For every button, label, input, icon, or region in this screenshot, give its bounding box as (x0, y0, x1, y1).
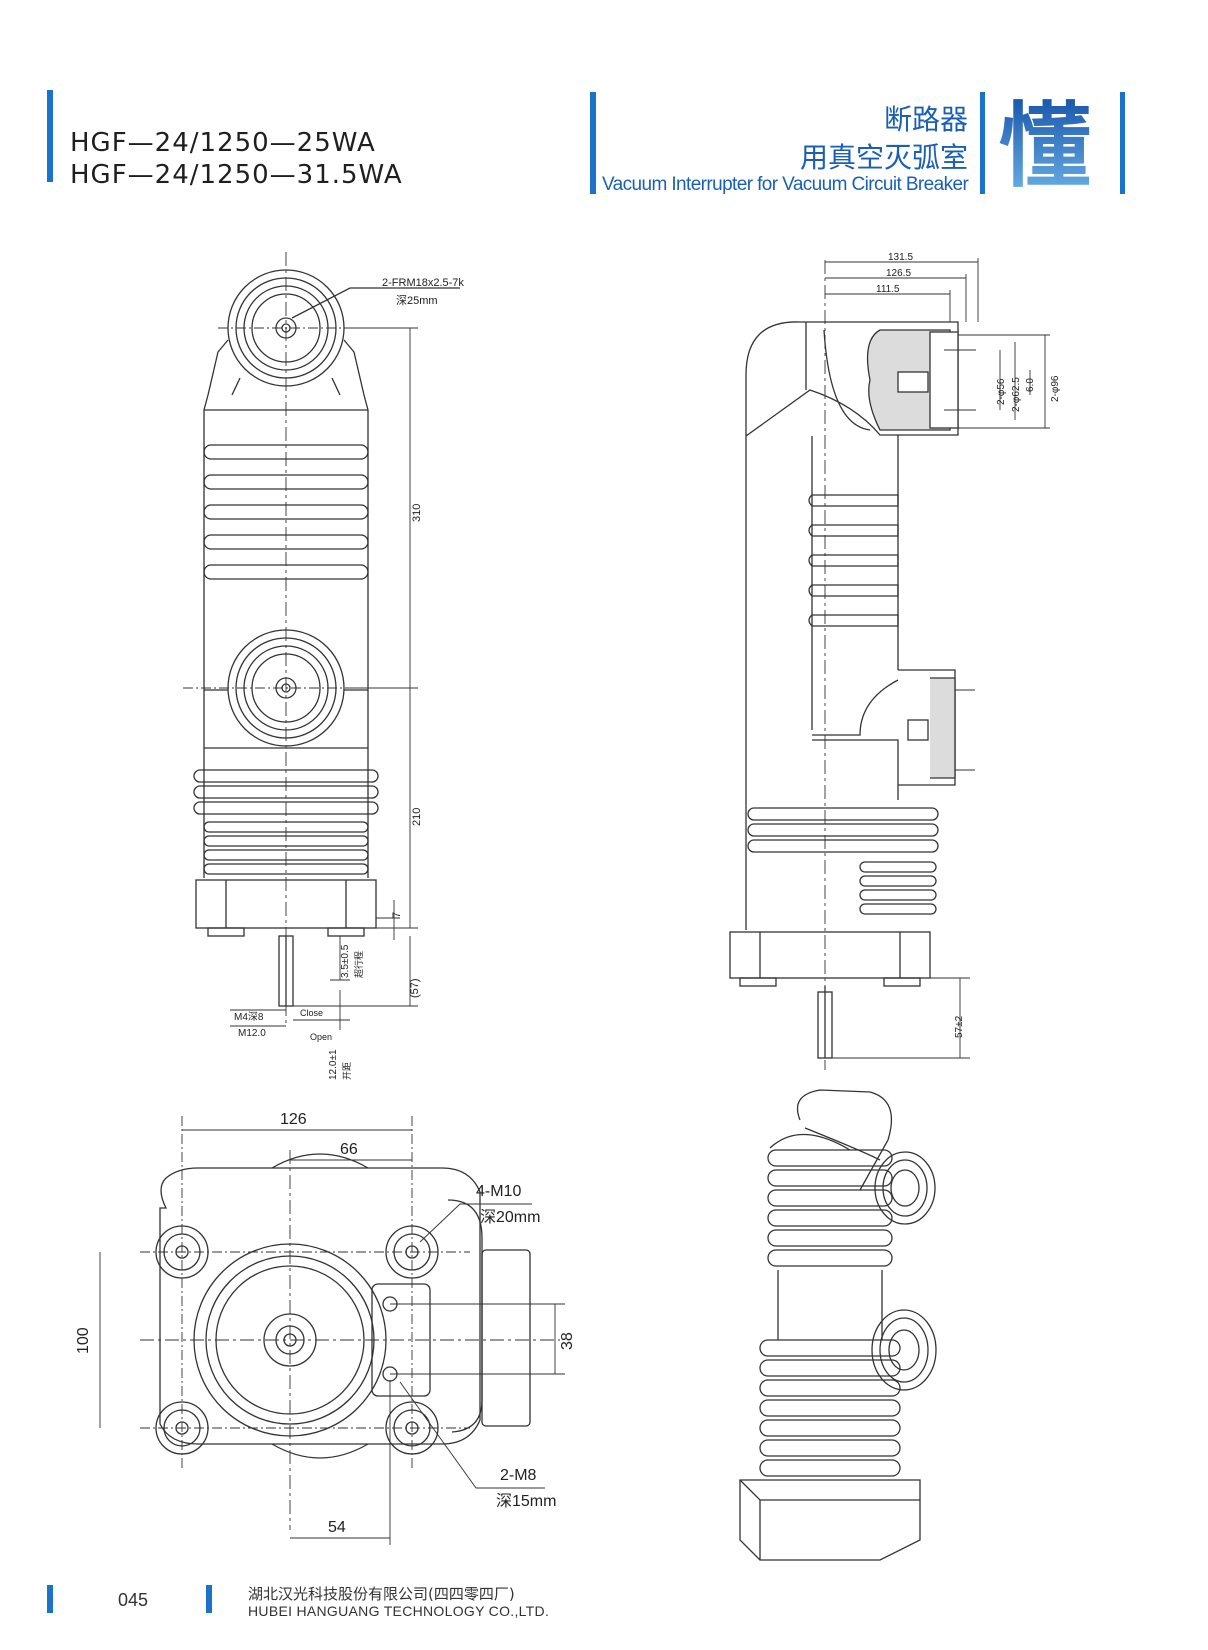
side-phi62-5: 2-φ62.5 (1011, 377, 1022, 412)
company-name-cn: 湖北汉光科技股份有限公司(四四零四厂) (248, 1585, 515, 1603)
front-stroke-cn: 超行程 (353, 951, 364, 978)
front-dim-210: 210 (411, 808, 423, 826)
logo-glyph: 懂 (999, 93, 1091, 194)
front-open-cn: 开距 (342, 1062, 352, 1080)
front-dim-310: 310 (411, 504, 423, 522)
footer-mid-bar (206, 1585, 212, 1613)
side-view (729, 258, 1050, 1070)
side-dim-131-5: 131.5 (888, 252, 913, 263)
header-left-bar (47, 90, 53, 182)
bottom-dim-38: 38 (559, 1332, 576, 1350)
side-dim-126-5: 126.5 (886, 268, 911, 279)
footer-left-bar (47, 1585, 53, 1613)
front-dim-stroke: 3.5±0.5 (340, 944, 351, 978)
bottom-dim-54: 54 (328, 1519, 346, 1536)
side-dim-111-5: 111.5 (876, 284, 900, 295)
front-m4: M4深8 (234, 1011, 264, 1023)
front-dim-57: (57) (409, 978, 421, 998)
front-dim-open: 12.0±1 (328, 1049, 339, 1080)
isometric-view (739, 1089, 937, 1561)
model-line-1: HGF—24/1250—25WA (70, 128, 376, 158)
front-thread-note: 2-FRM18x2.5-7k (382, 277, 464, 289)
bottom-dim-100: 100 (75, 1327, 92, 1354)
title-cn-1: 断路器 (883, 103, 968, 136)
front-open: Open (310, 1032, 332, 1042)
header-right-bar-a (980, 92, 985, 194)
front-dim-7: 7 (391, 912, 403, 918)
side-dim-6: 6.0 (1025, 378, 1036, 392)
company-name-en: HUBEI HANGUANG TECHNOLOGY CO.,LTD. (248, 1603, 550, 1619)
front-depth-note: 深25mm (396, 294, 438, 307)
header-mid-bar (590, 92, 596, 194)
side-dim-57-2: 57±2 (954, 1015, 965, 1038)
header-right-bar-b (1120, 92, 1125, 194)
page-number: 045 (118, 1590, 149, 1610)
side-phi56: 2-φ56 (996, 378, 1007, 405)
bottom-m8: 2-M8 (500, 1467, 537, 1484)
front-m12: M12.0 (238, 1028, 266, 1039)
front-view (183, 252, 460, 1030)
bottom-m10: 4-M10 (476, 1183, 521, 1200)
bottom-dim-66: 66 (340, 1141, 358, 1158)
title-cn-2: 用真空灭弧室 (799, 141, 968, 174)
front-close: Close (300, 1008, 323, 1018)
bottom-m10-depth: 深20mm (480, 1208, 540, 1226)
side-phi96: 2-φ96 (1050, 375, 1061, 402)
bottom-dim-126: 126 (280, 1111, 307, 1128)
bottom-m8-depth: 深15mm (496, 1492, 556, 1510)
model-line-2: HGF—24/1250—31.5WA (70, 160, 403, 190)
bottom-view (99, 1116, 565, 1545)
title-en: Vacuum Interrupter for Vacuum Circuit Br… (602, 174, 969, 195)
company-logo: 懂 (994, 92, 1096, 200)
